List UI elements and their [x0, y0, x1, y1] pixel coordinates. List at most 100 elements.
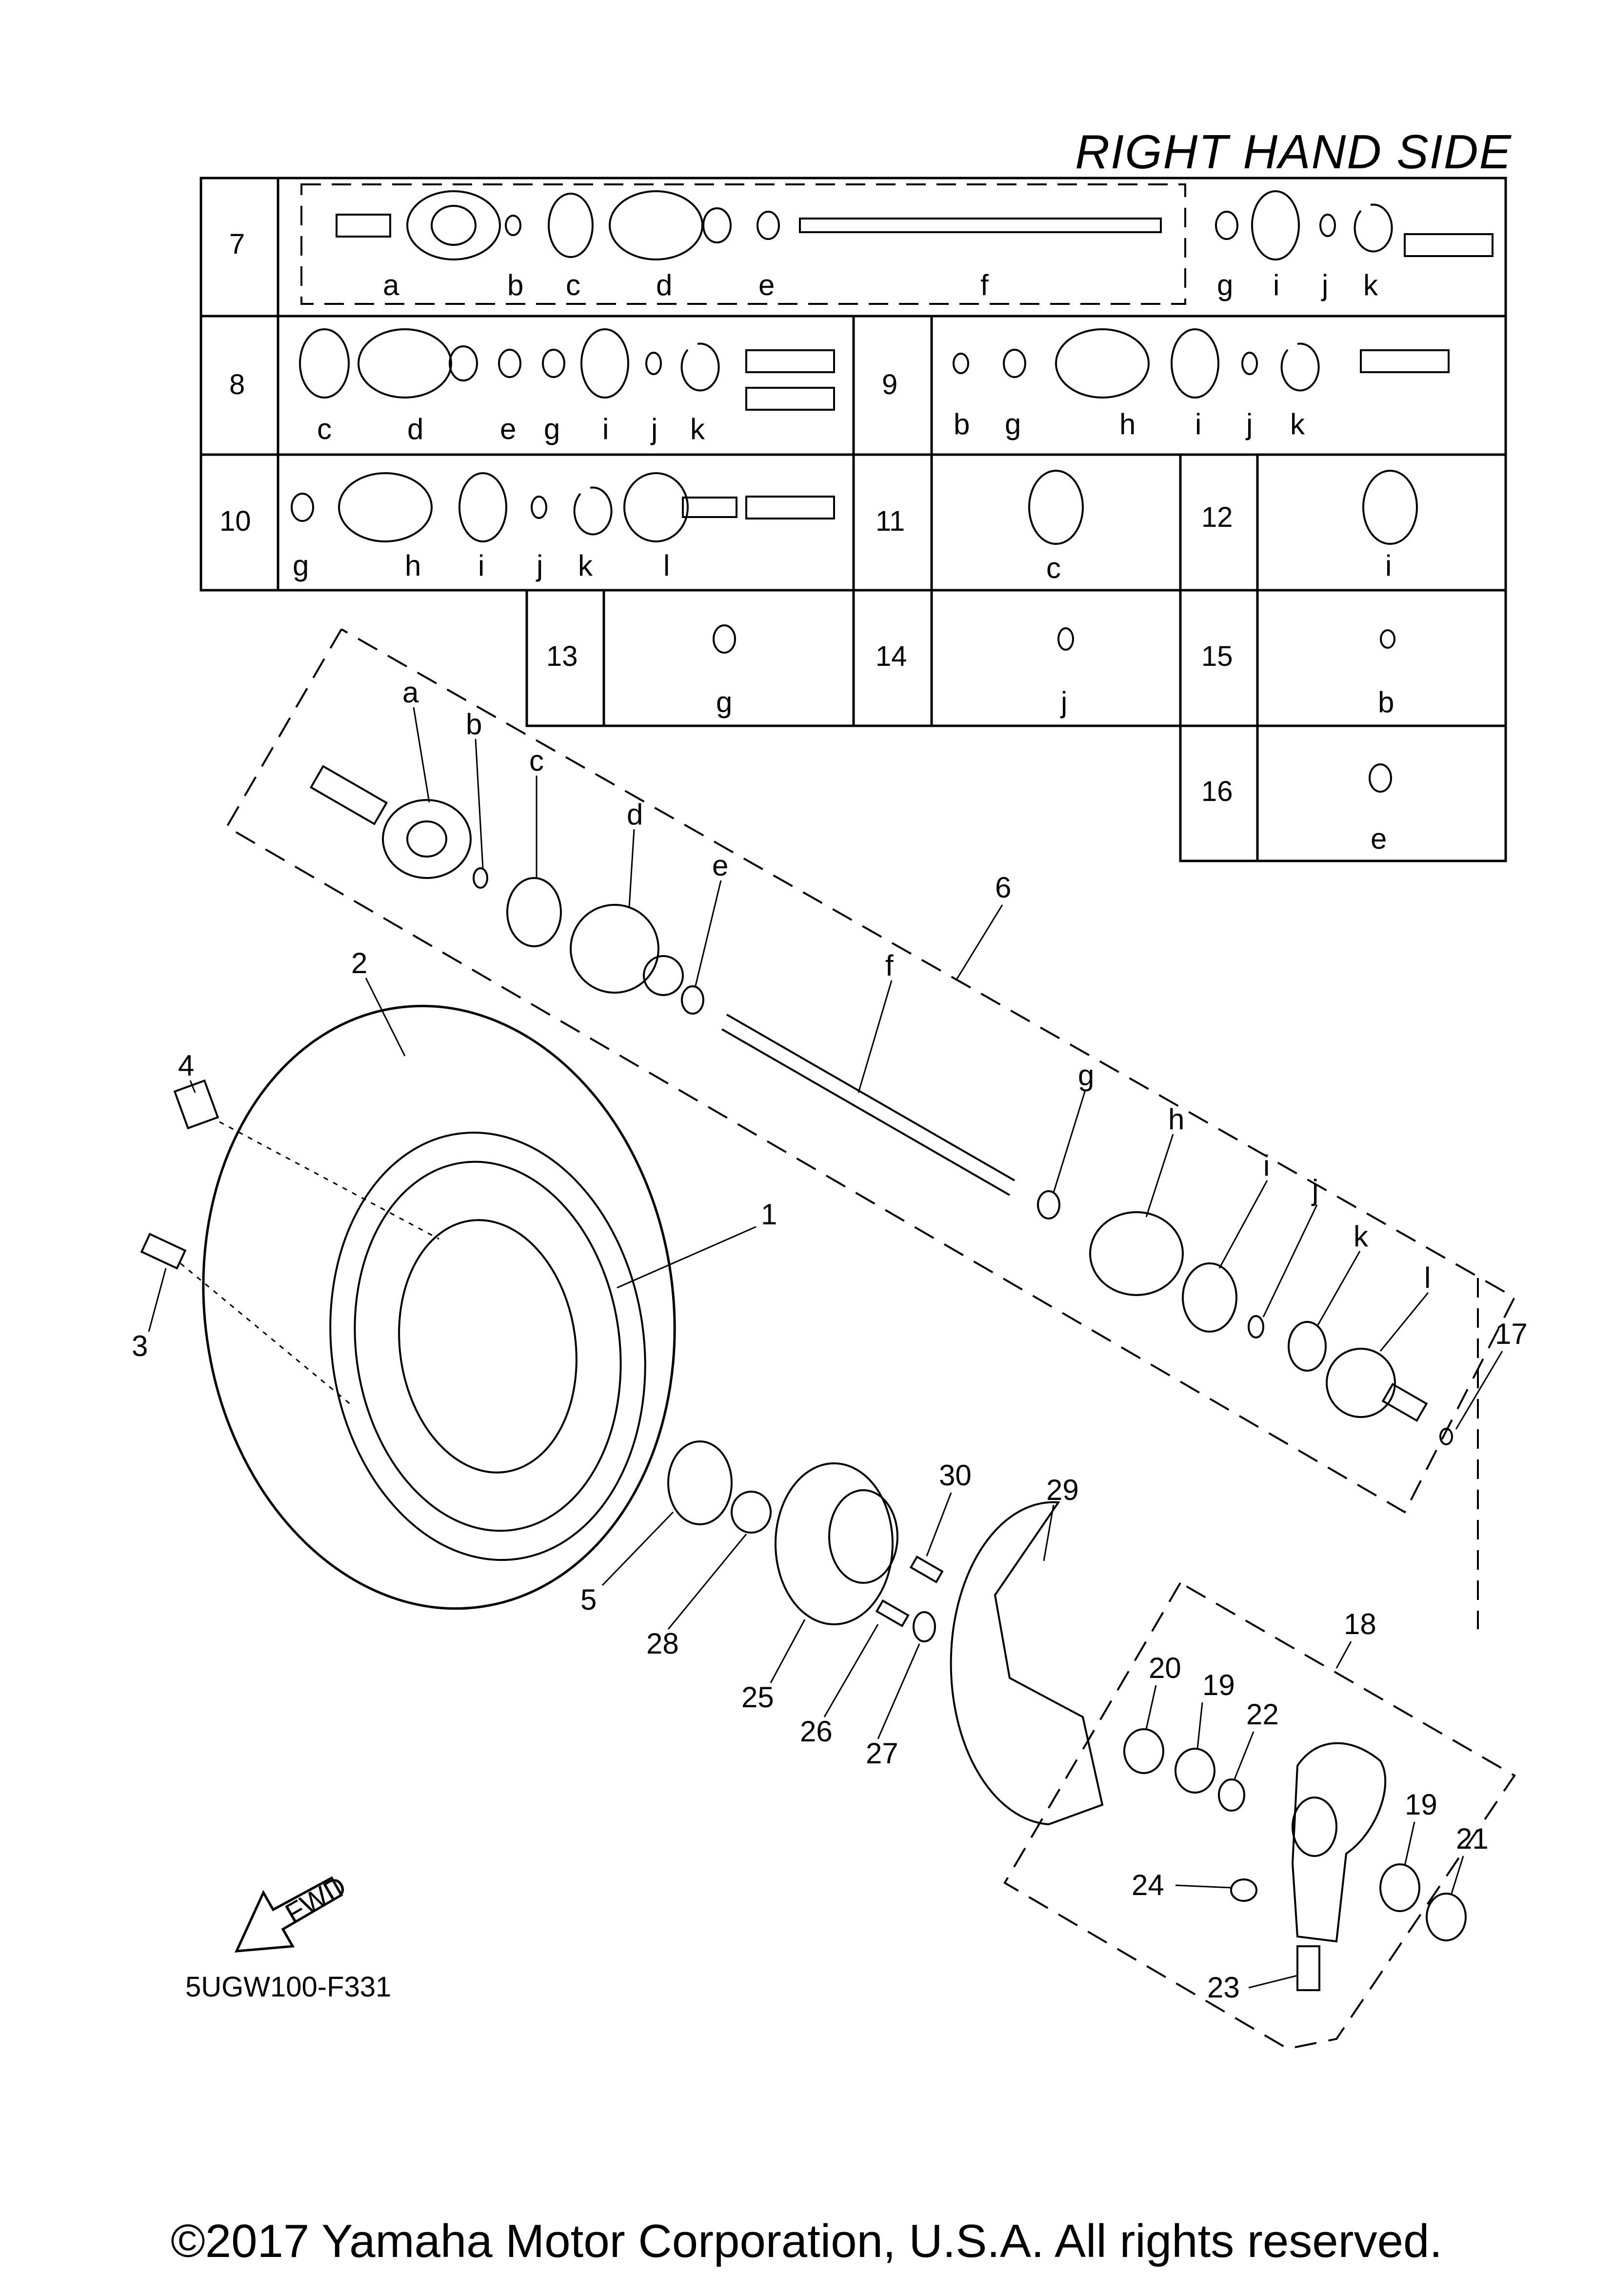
kit-letter: g — [544, 413, 560, 445]
row10-parts — [291, 472, 835, 542]
callout-number: 3 — [132, 1330, 148, 1362]
kit-letter: a — [383, 269, 399, 301]
callout-number: 23 — [1207, 1971, 1240, 2004]
kit-table — [199, 177, 1507, 862]
kit-letter: h — [405, 549, 421, 582]
callout-letter: k — [1354, 1220, 1369, 1253]
kit-letter: b — [507, 269, 523, 301]
single-parts — [713, 470, 1418, 793]
kit-letter: k — [690, 413, 705, 445]
callout-letter: j — [1311, 1174, 1318, 1206]
callout-letter: d — [627, 798, 643, 831]
callout-number: 28 — [646, 1627, 679, 1660]
shaft-leader-lines — [413, 707, 1429, 1352]
number-callouts: 1 2 3 4 5 6 17 18 19 19 20 21 22 23 24 2… — [132, 871, 1528, 2004]
kit-letter: i — [602, 413, 609, 445]
callout-number: 1 — [761, 1198, 777, 1231]
fwd-arrow-icon — [234, 1876, 343, 1953]
kit-letter: e — [758, 269, 775, 301]
kit-letter: c — [566, 269, 580, 301]
kit-letter: k — [1290, 408, 1305, 440]
kit-letter: j — [1245, 408, 1253, 440]
callout-letter: g — [1078, 1059, 1094, 1092]
callout-number: 29 — [1046, 1474, 1079, 1506]
callout-letter: f — [885, 949, 894, 982]
table-row-letters: a b c d e f g i j k c d e g i j k b g h … — [293, 269, 1394, 855]
page-title: RIGHT HAND SIDE — [1075, 125, 1512, 179]
row9-parts — [953, 328, 1450, 399]
kit-letter: l — [663, 549, 670, 582]
kit-letter: f — [980, 269, 989, 301]
callout-number: 30 — [939, 1459, 972, 1492]
kit-letter: h — [1119, 408, 1135, 440]
callout-number: 19 — [1202, 1669, 1235, 1701]
callout-letter: e — [712, 849, 728, 882]
callout-number: 4 — [178, 1049, 194, 1082]
kit-letter: i — [1195, 408, 1201, 440]
table-row-number: 14 — [876, 640, 907, 672]
kit-letter: b — [954, 408, 970, 440]
shaft-letter-callouts: a b c d e f g h i j k l — [402, 676, 1431, 1294]
hub-disc — [667, 1440, 1104, 1826]
callout-number: 21 — [1456, 1822, 1489, 1855]
table-row-number: 13 — [546, 640, 578, 672]
kit-letter: g — [1005, 408, 1021, 440]
kit-letter: c — [317, 413, 332, 445]
callout-number: 24 — [1132, 1869, 1164, 1901]
callout-number: 22 — [1246, 1698, 1279, 1731]
kit-letter: j — [536, 549, 543, 582]
callout-number: 18 — [1344, 1608, 1376, 1640]
callout-letter: h — [1168, 1103, 1184, 1136]
table-row-number: 11 — [876, 505, 905, 537]
kit-letter: i — [1385, 549, 1392, 582]
knuckle-group — [1003, 1278, 1516, 2050]
kit-letter: j — [1321, 269, 1328, 301]
callout-number: 19 — [1405, 1788, 1437, 1821]
callout-number: 20 — [1149, 1652, 1181, 1684]
callout-letter: l — [1424, 1261, 1431, 1294]
kit-letter: d — [656, 269, 672, 301]
kit-letter: c — [1046, 552, 1061, 584]
callout-letter: i — [1263, 1149, 1270, 1182]
kit-letter: g — [1217, 269, 1233, 301]
callout-number: 6 — [995, 871, 1011, 904]
kit-letter: i — [478, 549, 484, 582]
kit-letter: g — [293, 549, 309, 582]
table-row-number: 9 — [882, 369, 897, 400]
table-row-labels: 7 8 9 10 11 12 13 14 15 16 — [219, 228, 1233, 807]
number-leader-lines — [148, 904, 1503, 1989]
callout-number: 26 — [800, 1715, 833, 1748]
callout-number: 5 — [580, 1583, 597, 1616]
fwd-label: FWD — [280, 1870, 352, 1930]
table-row-number: 12 — [1201, 501, 1233, 533]
kit-letter: g — [716, 686, 732, 719]
callout-number: 27 — [866, 1737, 898, 1770]
callout-number: 2 — [351, 947, 367, 979]
callout-number: 25 — [741, 1681, 774, 1714]
callout-letter: a — [402, 676, 419, 709]
kit-letter: i — [1273, 269, 1279, 301]
table-row-number: 7 — [229, 228, 245, 260]
wheel-tire — [140, 1004, 676, 1610]
kit-letter: j — [650, 413, 657, 445]
table-row-number: 16 — [1201, 776, 1233, 807]
table-row-number: 10 — [219, 505, 251, 537]
callout-letter: b — [466, 708, 482, 740]
kit-letter: k — [578, 549, 593, 582]
kit-letter: d — [407, 413, 423, 445]
callout-number: 17 — [1495, 1318, 1528, 1350]
diagram-code: 5UGW100-F331 — [185, 1971, 392, 2003]
table-row-number: 15 — [1201, 640, 1233, 672]
kit-letter: j — [1060, 686, 1067, 719]
kit-letter: b — [1378, 686, 1394, 719]
kit-letter: k — [1363, 269, 1378, 301]
row8-parts — [299, 328, 835, 411]
kit-letter: e — [500, 413, 516, 445]
callout-letter: c — [529, 744, 544, 777]
row7-parts — [336, 190, 1494, 260]
table-row-number: 8 — [229, 369, 245, 400]
kit-letter: e — [1371, 822, 1387, 855]
drive-shaft-group — [225, 628, 1516, 1514]
copyright-notice: ©2017 Yamaha Motor Corporation, U.S.A. A… — [170, 2215, 1443, 2267]
